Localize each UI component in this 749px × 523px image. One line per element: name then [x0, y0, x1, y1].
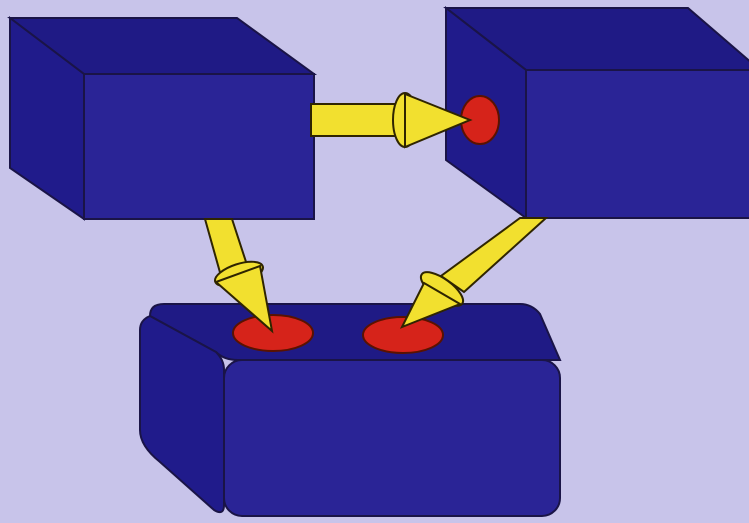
box-left	[10, 18, 314, 219]
box-bottom	[140, 304, 560, 516]
box-right-front	[526, 70, 749, 218]
target-bottom-right	[363, 317, 443, 353]
arrow-shaft	[311, 104, 400, 136]
box-bottom-front	[224, 360, 560, 516]
box-left-front	[84, 74, 314, 219]
